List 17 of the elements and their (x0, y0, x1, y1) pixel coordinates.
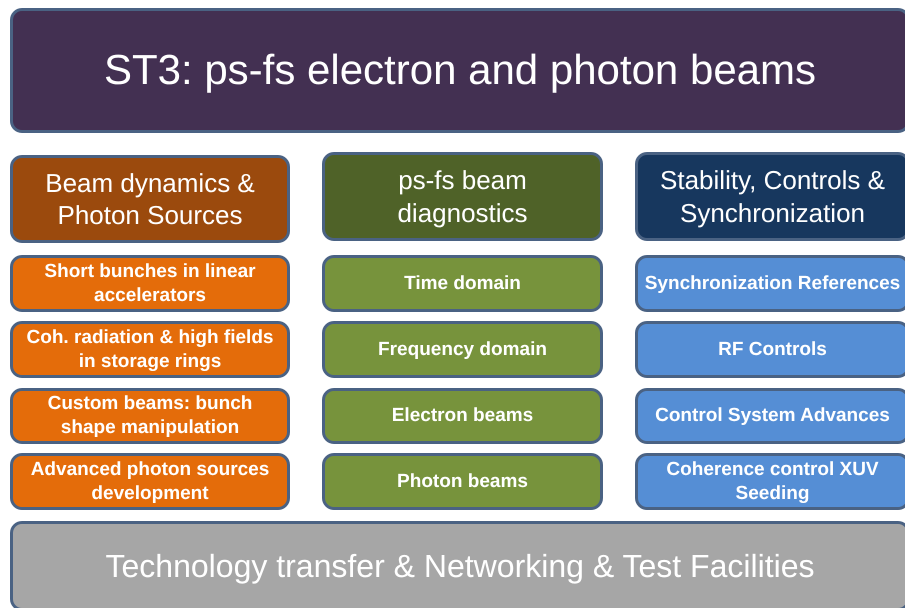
footer-banner: Technology transfer & Networking & Test Facilities (10, 521, 905, 608)
topic-box: Advanced photon sources development (10, 453, 290, 510)
topic-box: Custom beams: bunch shape manipulation (10, 388, 290, 444)
topic-box: RF Controls (635, 321, 905, 378)
topic-box: Coherence control XUV Seeding (635, 453, 905, 510)
topic-box: Frequency domain (322, 321, 603, 378)
topic-box: Photon beams (322, 453, 603, 510)
topic-box: Short bunches in linear accelerators (10, 255, 290, 312)
column-header: ps-fs beam diagnostics (322, 152, 603, 241)
topic-box: Electron beams (322, 388, 603, 444)
title-banner: ST3: ps-fs electron and photon beams (10, 8, 905, 133)
column-header: Beam dynamics & Photon Sources (10, 155, 290, 243)
topic-box: Coh. radiation & high fields in storage rings (10, 321, 290, 378)
topic-box: Control System Advances (635, 388, 905, 444)
topic-box: Synchronization References (635, 255, 905, 312)
column-header: Stability, Controls & Synchronization (635, 152, 905, 241)
topic-box: Time domain (322, 255, 603, 312)
